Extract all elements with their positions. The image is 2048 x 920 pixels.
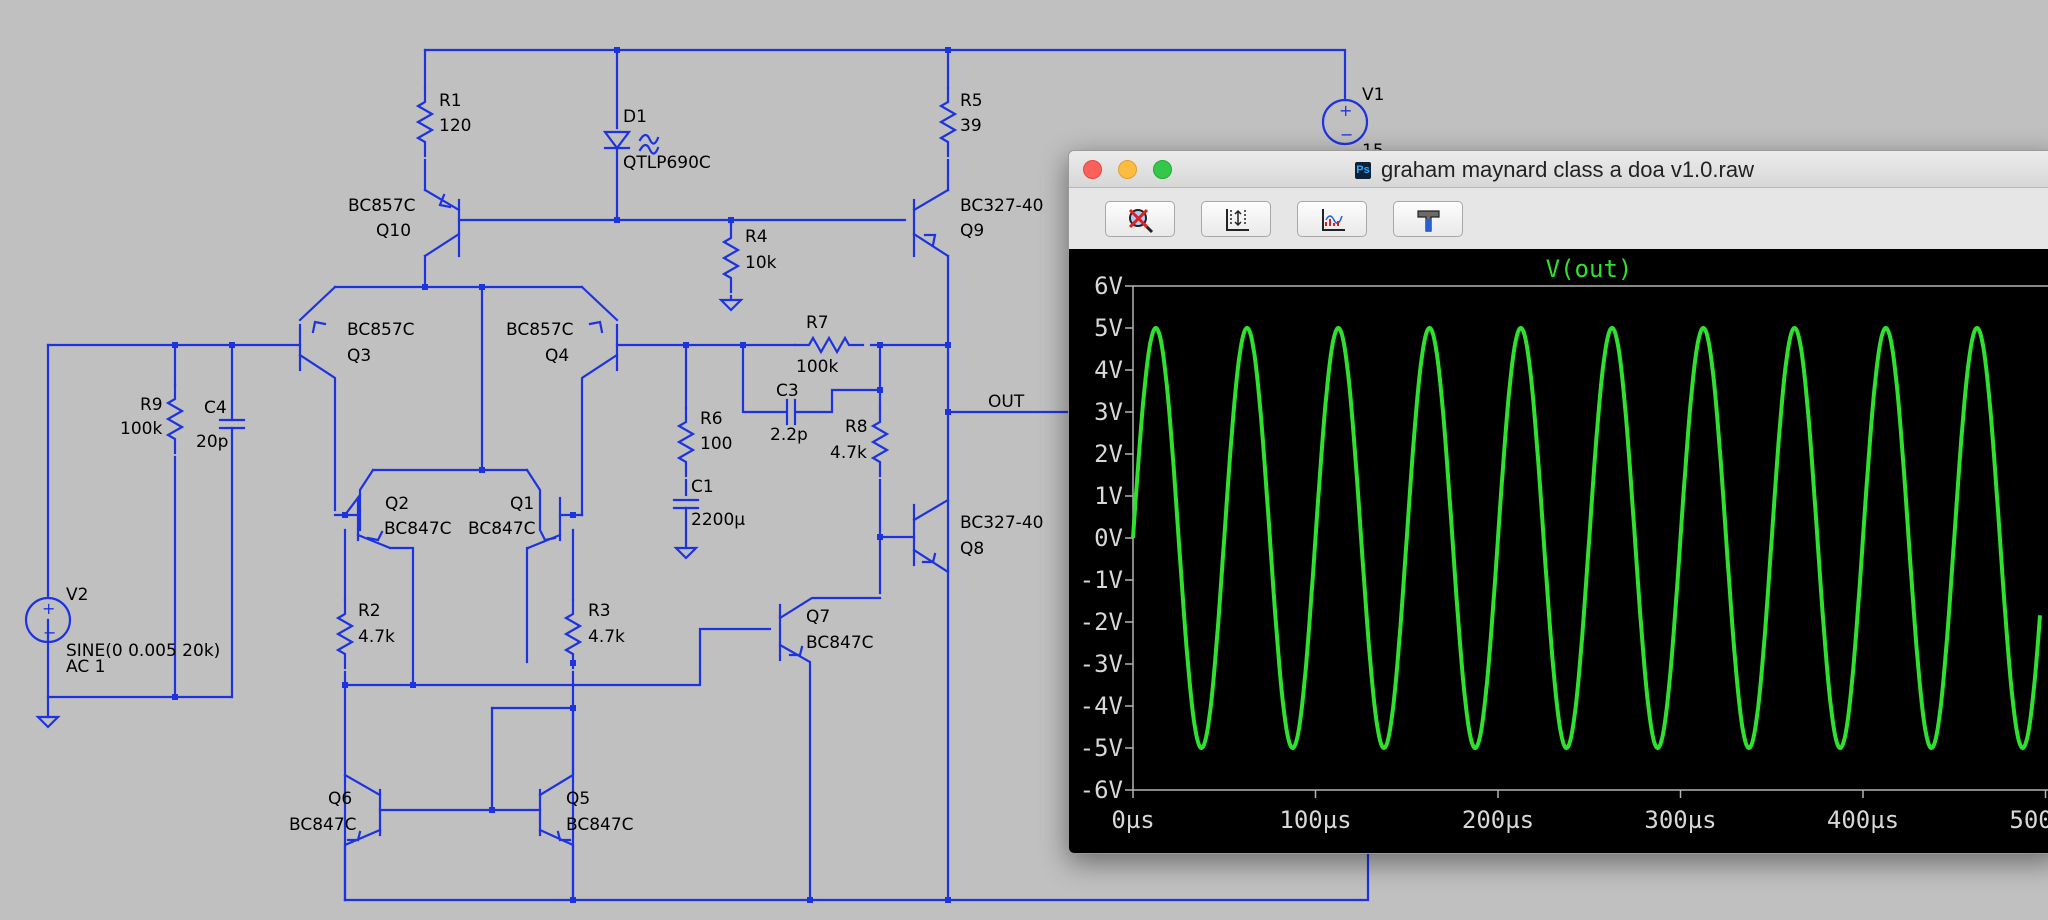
close-button[interactable]: [1083, 160, 1102, 179]
R2-value: 4.7k: [358, 627, 395, 647]
R5-value: 39: [960, 116, 982, 136]
y-tick-label: 3V: [1094, 398, 1123, 426]
y-tick-label: 6V: [1094, 272, 1123, 300]
C4-ref: C4: [204, 398, 227, 418]
x-tick-label: 100µs: [1279, 806, 1351, 834]
y-tick-label: 0V: [1094, 524, 1123, 552]
x-tick-label: 500µs: [2009, 806, 2048, 834]
R1-value: 120: [439, 116, 471, 136]
R6-value: 100: [700, 434, 732, 454]
R8-ref: R8: [845, 417, 868, 437]
R1-ref: R1: [439, 91, 462, 111]
Q4-value: BC857C: [506, 320, 574, 340]
y-tick-label: -2V: [1080, 608, 1123, 636]
C3-value: 2.2p: [770, 425, 808, 445]
y-tick-label: -3V: [1080, 650, 1123, 678]
zoom-extents-icon: [1226, 209, 1249, 231]
R3-ref: R3: [588, 601, 611, 621]
hammer-icon: [1417, 210, 1440, 232]
x-tick-label: 0µs: [1111, 806, 1154, 834]
R7-value: 100k: [796, 357, 838, 377]
V2-value: SINE(0 0.005 20k): [66, 641, 220, 661]
R6-ref: R6: [700, 409, 723, 429]
R9-value: 100k: [120, 419, 162, 439]
D1-value: QTLP690C: [623, 153, 711, 173]
autorange-button[interactable]: [1105, 201, 1175, 237]
Q9-value: BC327-40: [960, 196, 1043, 216]
Q2-ref: Q2: [385, 494, 409, 514]
y-tick-label: -5V: [1080, 734, 1123, 762]
y-tick-label: -1V: [1080, 566, 1123, 594]
y-tick-label: -4V: [1080, 692, 1123, 720]
Q7-value: BC847C: [806, 633, 874, 653]
R3-value: 4.7k: [588, 627, 625, 647]
zoom-button[interactable]: [1153, 160, 1172, 179]
Q6-value: BC847C: [289, 815, 357, 835]
Q6-ref: Q6: [328, 789, 352, 809]
C3-ref: C3: [776, 381, 799, 401]
C1-ref: C1: [691, 477, 714, 497]
Q5-value: BC847C: [566, 815, 634, 835]
R4-value: 10k: [745, 253, 777, 273]
fft-button[interactable]: [1297, 201, 1367, 237]
V2-ref: V2: [66, 585, 88, 605]
Q8-ref: Q8: [960, 539, 984, 559]
Q10-value: BC857C: [348, 196, 416, 216]
Q1-value: BC847C: [468, 519, 536, 539]
D1-ref: D1: [623, 107, 647, 127]
y-tick-label: -6V: [1080, 776, 1123, 804]
x-tick-label: 200µs: [1462, 806, 1534, 834]
title-bar[interactable]: Ps graham maynard class a doa v1.0.raw: [1069, 151, 2048, 188]
svg-text:−: −: [43, 623, 56, 642]
R8-value: 4.7k: [830, 443, 867, 463]
Q5-ref: Q5: [566, 789, 590, 809]
V1-ref: V1: [1362, 85, 1384, 105]
Q2-value: BC847C: [384, 519, 452, 539]
Q4-ref: Q4: [545, 346, 569, 366]
chart-title: V(out): [1546, 255, 1633, 283]
Q3-value: BC857C: [347, 320, 415, 340]
net-label-out: OUT: [988, 392, 1025, 412]
y-tick-label: 2V: [1094, 440, 1123, 468]
svg-text:+: +: [1339, 101, 1352, 120]
R5-ref: R5: [960, 91, 983, 111]
C1-value: 2200µ: [691, 510, 745, 530]
Q3-ref: Q3: [347, 346, 371, 366]
C4-value: 20p: [196, 432, 228, 452]
y-tick-label: 4V: [1094, 356, 1123, 384]
R9-ref: R9: [140, 395, 163, 415]
autorange-icon: [1128, 208, 1154, 234]
zoom-extents-button[interactable]: [1201, 201, 1271, 237]
minimize-button[interactable]: [1118, 160, 1137, 179]
R7-ref: R7: [806, 313, 829, 333]
Q7-ref: Q7: [806, 607, 830, 627]
x-tick-label: 300µs: [1644, 806, 1716, 834]
V2-ac: AC 1: [66, 657, 105, 677]
y-tick-label: 5V: [1094, 314, 1123, 342]
R2-ref: R2: [358, 601, 381, 621]
hammer-button[interactable]: [1393, 201, 1463, 237]
R4-ref: R4: [745, 227, 768, 247]
document-icon: Ps: [1355, 162, 1371, 179]
Q10-ref: Q10: [376, 221, 411, 241]
window-title: graham maynard class a doa v1.0.raw: [1381, 157, 1754, 182]
Q1-ref: Q1: [510, 494, 534, 514]
fft-icon: [1322, 209, 1345, 231]
y-tick-label: 1V: [1094, 482, 1123, 510]
Q8-value: BC327-40: [960, 513, 1043, 533]
series-line-vout: [1131, 325, 2042, 751]
svg-text:+: +: [42, 599, 55, 618]
toolbar: [1069, 188, 2048, 248]
Q9-ref: Q9: [960, 221, 984, 241]
svg-text:−: −: [1340, 125, 1353, 144]
x-tick-label: 400µs: [1827, 806, 1899, 834]
waveform-window[interactable]: Ps graham maynard class a doa v1.0.raw: [1068, 150, 2048, 854]
